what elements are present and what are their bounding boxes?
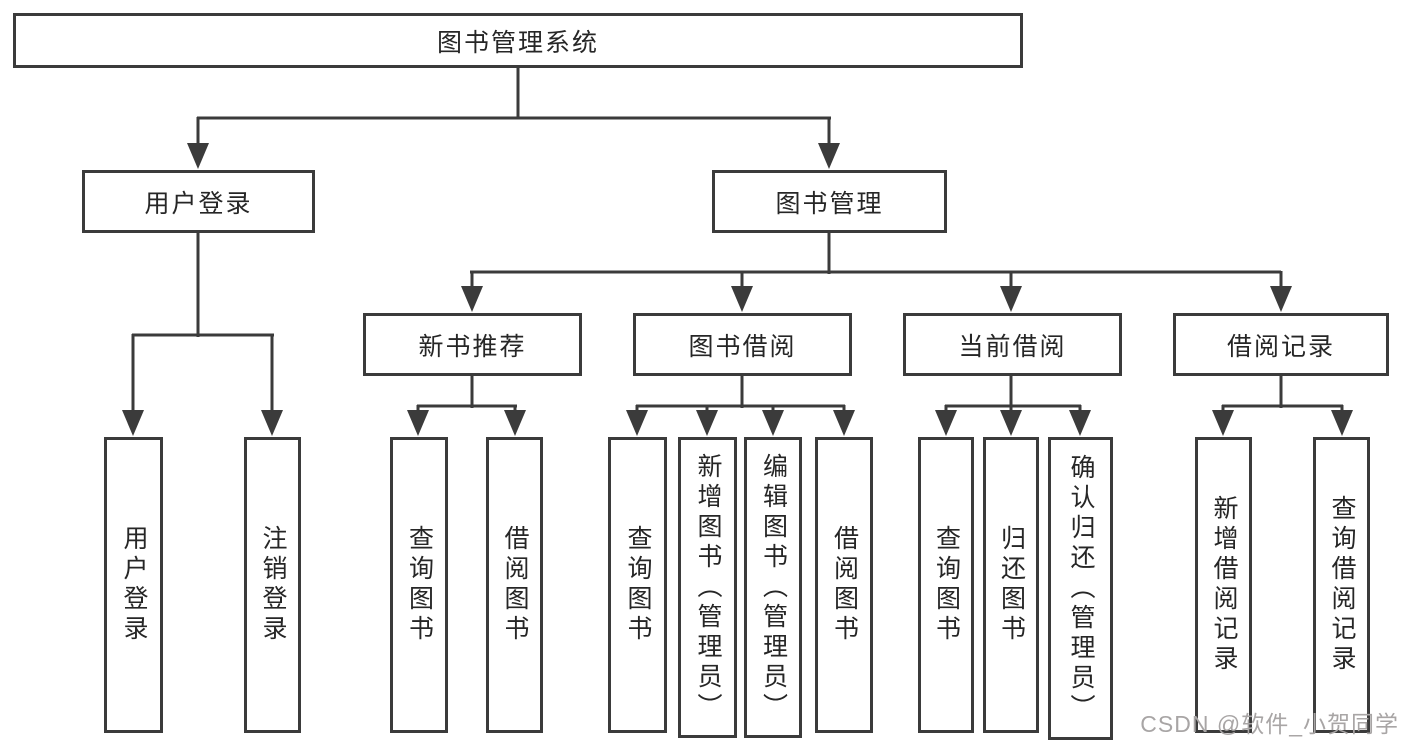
node-borrowing-records: 借阅记录 (1173, 313, 1389, 376)
node-label: 用户登录 (144, 189, 253, 218)
node-label: 图书管理 (775, 189, 884, 218)
node-current-borrowing: 当前借阅 (903, 313, 1122, 376)
arrow-down-icon (187, 143, 209, 169)
node-library-management-system: 图书管理系统 (13, 13, 1023, 68)
leaf-user-login: 用户登录 (104, 437, 163, 733)
leaf-add-book-admin: 新增图书（管理员） (678, 437, 737, 738)
node-label: 注销登录 (259, 525, 287, 645)
watermark: CSDN @软件_小贺同学 (1140, 711, 1399, 737)
arrow-down-icon (1270, 286, 1292, 312)
arrow-down-icon (1331, 410, 1353, 436)
node-label: 归还图书 (997, 525, 1026, 645)
arrow-down-icon (935, 410, 957, 436)
leaf-logout: 注销登录 (244, 437, 301, 733)
node-label: 当前借阅 (958, 332, 1067, 361)
arrow-down-icon (731, 286, 753, 312)
arrow-down-icon (407, 410, 429, 436)
connector-arrowheads (122, 143, 1353, 436)
node-user-login: 用户登录 (82, 170, 315, 233)
arrow-down-icon (1069, 410, 1091, 436)
node-label: 新增借阅记录 (1210, 495, 1238, 675)
node-label: 编辑图书（管理员） (759, 452, 788, 723)
leaf-borrow-books: 借阅图书 (815, 437, 873, 733)
node-label: 借阅记录 (1226, 332, 1335, 361)
arrow-down-icon (504, 410, 526, 436)
node-label: 确认归还（管理员） (1067, 453, 1095, 724)
leaf-query-books-current: 查询图书 (918, 437, 974, 733)
arrow-down-icon (626, 410, 648, 436)
arrow-down-icon (261, 410, 283, 436)
leaf-query-borrow-record: 查询借阅记录 (1313, 437, 1370, 733)
leaf-return-books: 归还图书 (983, 437, 1039, 733)
leaf-edit-book-admin: 编辑图书（管理员） (744, 437, 802, 738)
arrow-down-icon (1000, 286, 1022, 312)
arrow-down-icon (1212, 410, 1234, 436)
leaf-borrow-books-recommend: 借阅图书 (486, 437, 543, 733)
node-new-book-recommend: 新书推荐 (363, 313, 582, 376)
node-label: 查询图书 (405, 525, 434, 645)
leaf-query-books-recommend: 查询图书 (390, 437, 448, 733)
node-label: 借阅图书 (830, 525, 859, 645)
node-label: 图书管理系统 (436, 28, 599, 57)
node-label: 用户登录 (120, 525, 148, 645)
node-book-borrowing: 图书借阅 (633, 313, 852, 376)
leaf-query-books-borrowing: 查询图书 (608, 437, 667, 733)
arrow-down-icon (1000, 410, 1022, 436)
arrow-down-icon (461, 286, 483, 312)
arrow-down-icon (762, 410, 784, 436)
arrow-down-icon (818, 143, 840, 169)
node-book-management: 图书管理 (712, 170, 947, 233)
node-label: 查询图书 (624, 525, 652, 645)
leaf-confirm-return-admin: 确认归还（管理员） (1048, 437, 1113, 740)
leaf-add-borrow-record: 新增借阅记录 (1195, 437, 1252, 733)
node-label: 图书借阅 (688, 332, 797, 361)
arrow-down-icon (833, 410, 855, 436)
node-label: 查询图书 (932, 525, 961, 645)
node-label: 新增图书（管理员） (694, 452, 722, 723)
arrow-down-icon (122, 410, 144, 436)
node-label: 借阅图书 (501, 525, 529, 645)
node-label: 新书推荐 (418, 332, 527, 361)
arrow-down-icon (696, 410, 718, 436)
node-label: 查询借阅记录 (1328, 495, 1356, 675)
